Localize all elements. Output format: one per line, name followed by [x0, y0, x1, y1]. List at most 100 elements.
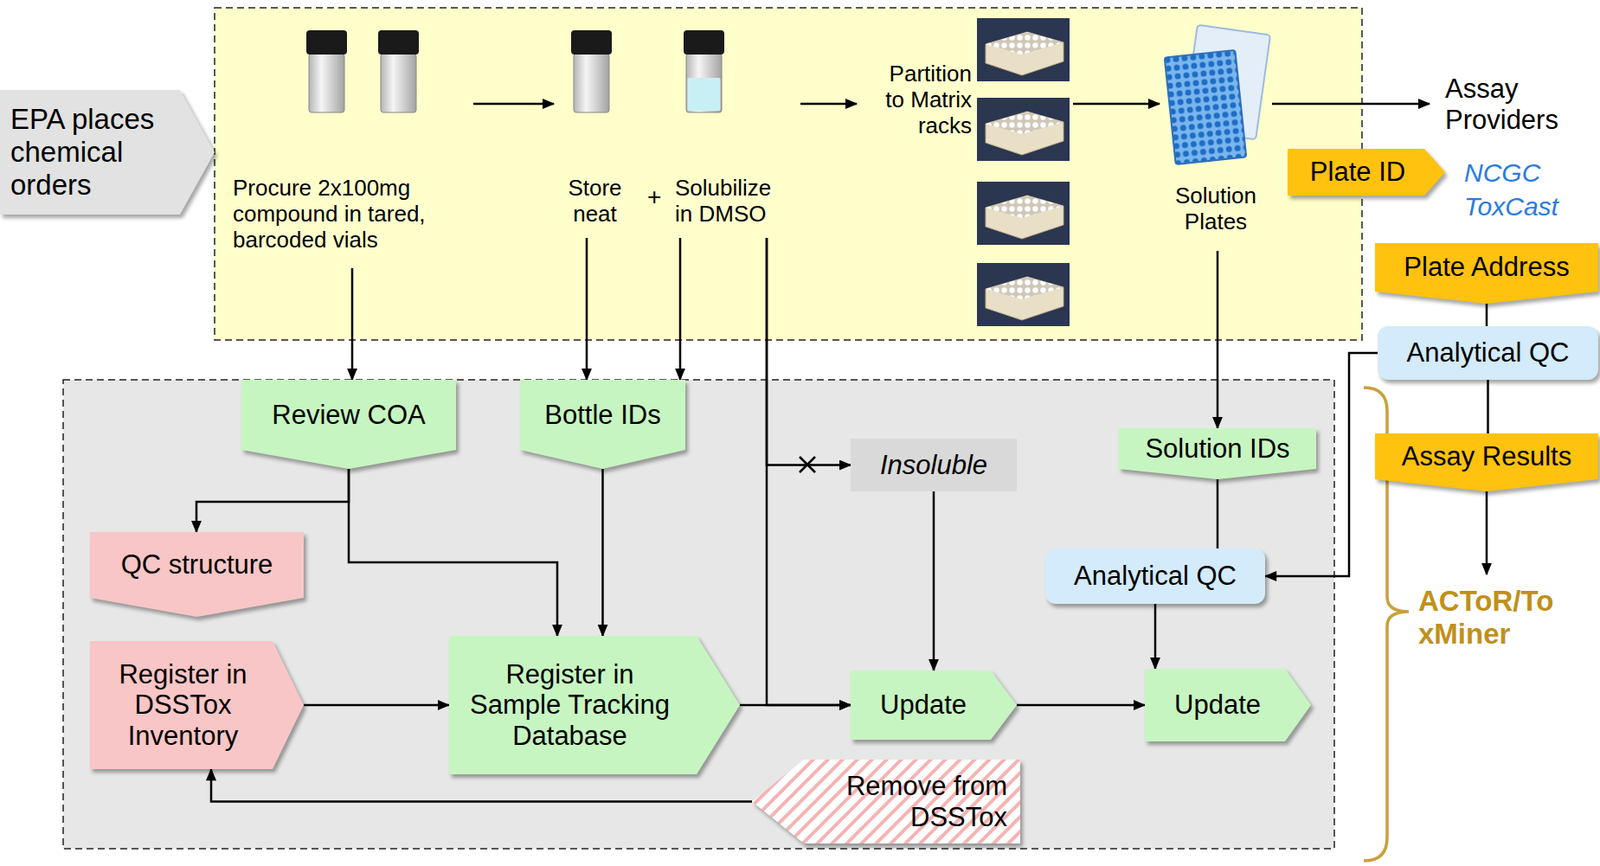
vial-icon [571, 30, 612, 113]
process-step: Solubilize in DMSO [670, 25, 801, 238]
illustration-part [799, 456, 816, 473]
node-outline [0, 89, 215, 215]
node-text: Insoluble [855, 449, 1012, 482]
connector-arrow [1486, 379, 1490, 434]
illustration-part [985, 276, 1064, 321]
node-outline [1045, 548, 1266, 605]
connector-arrow [303, 704, 450, 707]
label-text: ACToR/ToxMiner [1418, 584, 1568, 651]
node-text: Partition to Matrix racks [869, 61, 972, 140]
connector-arrow [932, 491, 936, 671]
node-text: Assay Results [1381, 441, 1592, 473]
connector-arrow [1485, 303, 1489, 327]
node-body: Analytical QC [1384, 329, 1592, 377]
vial-icon [683, 30, 725, 113]
illustration-part [976, 18, 1070, 82]
node-text: Solution IDs [1124, 433, 1311, 465]
node-text: Plate Address [1381, 251, 1592, 283]
connector-arrow [679, 237, 682, 380]
illustration-part [378, 30, 419, 55]
node-text: Register in DSSTox Inventory [98, 659, 268, 752]
node-text: Update [1151, 689, 1284, 721]
vial-icon [378, 30, 419, 113]
illustration-part [799, 456, 816, 473]
illustration-part [985, 111, 1064, 135]
node-body: Remove from DSSTox [812, 764, 1008, 839]
process-box: QC structure [89, 532, 304, 617]
node-outline [89, 641, 304, 770]
label-text: + [647, 183, 662, 212]
node-body: Plate ID [1296, 152, 1420, 193]
connector-arrow [1272, 102, 1430, 106]
node-text: Solubilize in DMSO [674, 175, 784, 228]
node-text: EPA places chemical orders [10, 102, 174, 202]
node-body: Update [857, 674, 990, 737]
illustration-part [985, 195, 1064, 219]
node-text: Analytical QC [1384, 337, 1592, 369]
tag-chevron: Assay Results [1375, 433, 1599, 492]
connector-arrow [800, 102, 857, 106]
node-body: Solubilize in DMSO [674, 175, 784, 228]
node-text: Review COA [248, 399, 450, 431]
node-text: Bottle IDs [526, 399, 679, 431]
node-body: Review COA [248, 383, 450, 447]
node-body: Partition to Matrix racks [869, 61, 972, 140]
connector-arrow [1216, 250, 1220, 429]
illustration-part [686, 53, 722, 113]
results-arrow [1485, 491, 1489, 575]
connector-arrow [1216, 479, 1220, 549]
process-box: Update [1144, 668, 1311, 742]
node-outline [850, 438, 1017, 492]
process-step: Assay Providers [1429, 73, 1590, 152]
label-text: ToxCast [1464, 192, 1559, 223]
connector-arrow [766, 237, 851, 466]
rack-icon [976, 263, 1070, 327]
node-body: Procure 2x100mg compound in tared, barco… [232, 175, 471, 254]
qc-box: Analytical QC [1377, 326, 1599, 380]
node-body: Register in Sample Tracking Database [459, 641, 681, 770]
process-step: Procure 2x100mg compound in tared, barco… [226, 25, 474, 269]
qc-box: Analytical QC [1045, 548, 1266, 605]
rack-icon [976, 97, 1070, 161]
node-body: Store neat [553, 175, 637, 228]
connector-arrow [585, 237, 589, 380]
supplier-region [214, 7, 1363, 341]
node-body: QC structure [96, 535, 297, 595]
node-body: Plate Address [1381, 246, 1592, 289]
rack-icon [976, 181, 1070, 245]
node-text: Register in Sample Tracking Database [459, 659, 681, 752]
process-box: Update [850, 670, 1017, 740]
node-outline [1287, 148, 1446, 196]
node-text: Plate ID [1296, 156, 1420, 188]
connector-arrow [601, 469, 605, 637]
plate-icon [1164, 25, 1271, 165]
illustration-part [976, 263, 1070, 327]
vial-icon [306, 30, 347, 113]
node-outline [1118, 428, 1317, 480]
illustration-part [573, 53, 610, 113]
process-box: Register in DSSTox Inventory [89, 641, 304, 770]
node-outline [89, 532, 304, 617]
process-step: Solution Plates [1159, 21, 1273, 251]
tag-arrow: Plate ID [1287, 148, 1446, 196]
connector-arrow [1154, 604, 1157, 669]
node-body: Update [1151, 672, 1284, 739]
process-box: Register in Sample Tracking Database [449, 636, 740, 775]
node-body: Solution Plates [1159, 183, 1273, 236]
start-arrow: EPA places chemical orders [0, 89, 215, 215]
node-text: Analytical QC [1052, 560, 1259, 592]
illustration-part [1164, 50, 1247, 165]
node-body: Analytical QC [1052, 552, 1259, 601]
cross-mark [799, 456, 816, 473]
node-body: Insoluble [855, 442, 1012, 489]
connector-arrow [1073, 102, 1160, 106]
node-text: Solution Plates [1159, 183, 1273, 236]
connector-arrow [196, 469, 349, 533]
connector-arrow [739, 704, 851, 707]
label-text: NCGC [1464, 158, 1541, 189]
tag-chevron: Plate Address [1375, 243, 1599, 304]
process-box: Solution IDs [1118, 428, 1317, 480]
illustration-part [976, 181, 1070, 245]
status-box: Insoluble [850, 438, 1017, 492]
